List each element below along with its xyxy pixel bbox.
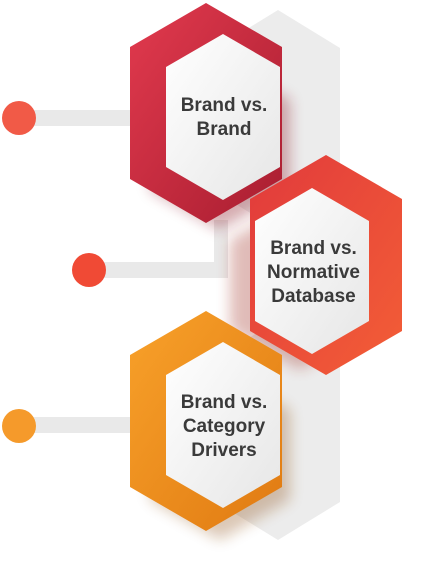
hex-inner-3 (166, 342, 280, 508)
hex-inner-1 (166, 34, 280, 200)
hex-group-3 (130, 311, 290, 540)
hex-2-line-2: Normative (267, 262, 360, 283)
hex-group-2 (230, 155, 402, 375)
connector-3 (18, 417, 158, 433)
bullet-dot-3 (2, 409, 36, 443)
hex-label-2: Brand vs. Normative Database (256, 237, 371, 309)
hex-3-line-3: Drivers (191, 440, 257, 461)
connector-1 (18, 110, 158, 126)
hex-3-line-1: Brand vs. (180, 392, 268, 413)
bullet-dot-1 (2, 101, 36, 135)
connector-2-riser (214, 220, 228, 278)
hex-1-line-2: Brand (196, 119, 252, 140)
hex-inner-2 (255, 188, 369, 354)
connector-lines (18, 110, 228, 433)
hex-1-line-1: Brand vs. (180, 95, 268, 116)
hex-label-1: Brand vs. Brand (165, 94, 283, 142)
connector-2 (88, 262, 228, 278)
bullet-dot-2 (72, 253, 106, 287)
hex-group-1 (130, 3, 290, 230)
hex-label-3: Brand vs. Category Drivers (165, 391, 283, 463)
hex-2-line-3: Database (271, 286, 356, 307)
hex-3-line-2: Category (182, 416, 266, 437)
hex-2-line-1: Brand vs. (270, 238, 357, 259)
